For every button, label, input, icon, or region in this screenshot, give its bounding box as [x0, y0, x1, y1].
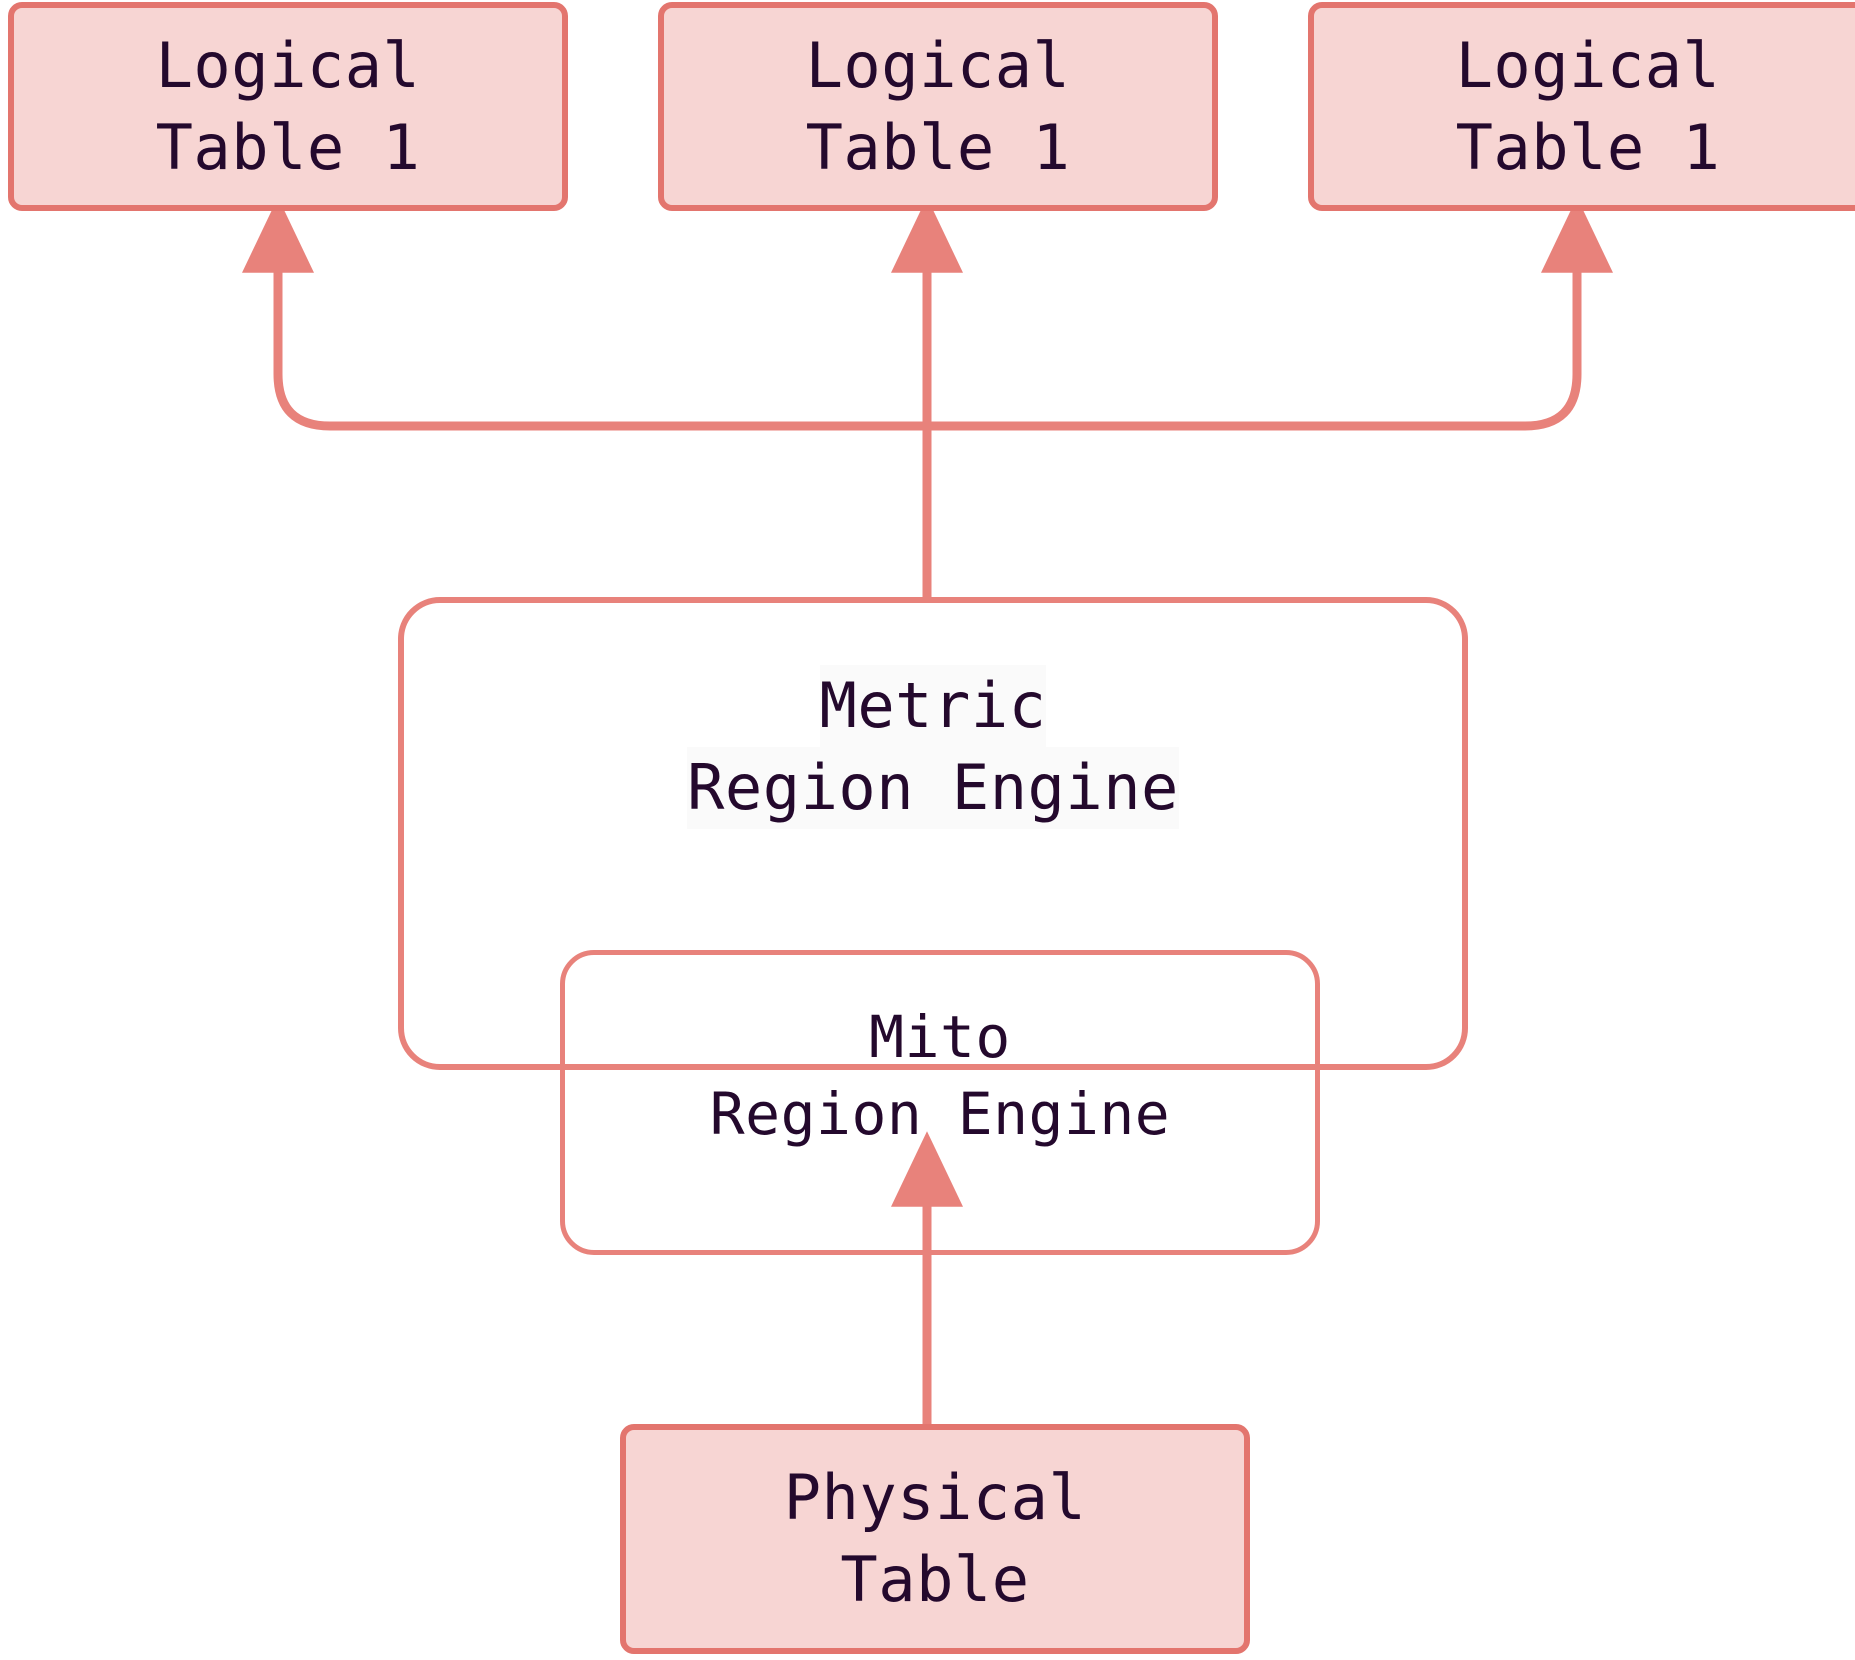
- node-physical-table[interactable]: Physical Table: [620, 1424, 1250, 1654]
- node-label-line: Table 1: [155, 110, 421, 184]
- node-logical-table-3[interactable]: Logical Table 1: [1308, 2, 1855, 211]
- node-label-line: Table: [840, 1543, 1030, 1616]
- node-metric-region-engine[interactable]: Metric Region Engine: [398, 597, 1468, 1070]
- node-logical-table-1[interactable]: Logical Table 1: [8, 2, 568, 211]
- node-mito-region-engine[interactable]: Mito Region Engine: [560, 950, 1320, 1255]
- node-label-line: Mito: [869, 1003, 1011, 1071]
- node-label-line: Table 1: [1455, 110, 1721, 184]
- node-label-line: Metric: [819, 665, 1047, 747]
- node-label-line: Table 1: [805, 110, 1071, 184]
- node-label-line: Logical: [1455, 28, 1721, 102]
- node-logical-table-2[interactable]: Logical Table 1: [658, 2, 1218, 211]
- edge-metric-to-logical-3: [927, 197, 1613, 431]
- node-label-line: Region Engine: [709, 1079, 1171, 1148]
- edge-metric-to-logical-1: [242, 197, 927, 431]
- node-label-line: Region Engine: [687, 746, 1179, 829]
- node-label-line: Physical: [783, 1461, 1087, 1535]
- node-label-line: Logical: [805, 28, 1071, 102]
- node-label-line: Logical: [155, 28, 421, 102]
